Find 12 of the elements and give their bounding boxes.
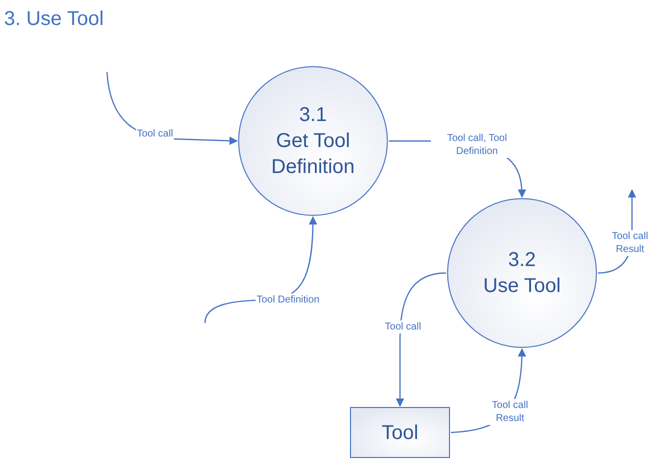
- node-text: Get Tool Definition: [270, 129, 356, 180]
- node-text: 3.2: [507, 248, 537, 273]
- entity-box: [350, 407, 450, 458]
- edge-label: Tool call: [384, 320, 422, 334]
- arrow: [396, 272, 446, 407]
- process-circle: [447, 198, 597, 348]
- node-text: Tool: [380, 420, 420, 446]
- node-text: Use Tool: [482, 274, 562, 299]
- node-text: 3.1: [298, 103, 328, 128]
- process-circle: [238, 66, 388, 216]
- edge-label: Tool call: [136, 128, 174, 140]
- diagram-title: 3. Use Tool: [4, 7, 104, 32]
